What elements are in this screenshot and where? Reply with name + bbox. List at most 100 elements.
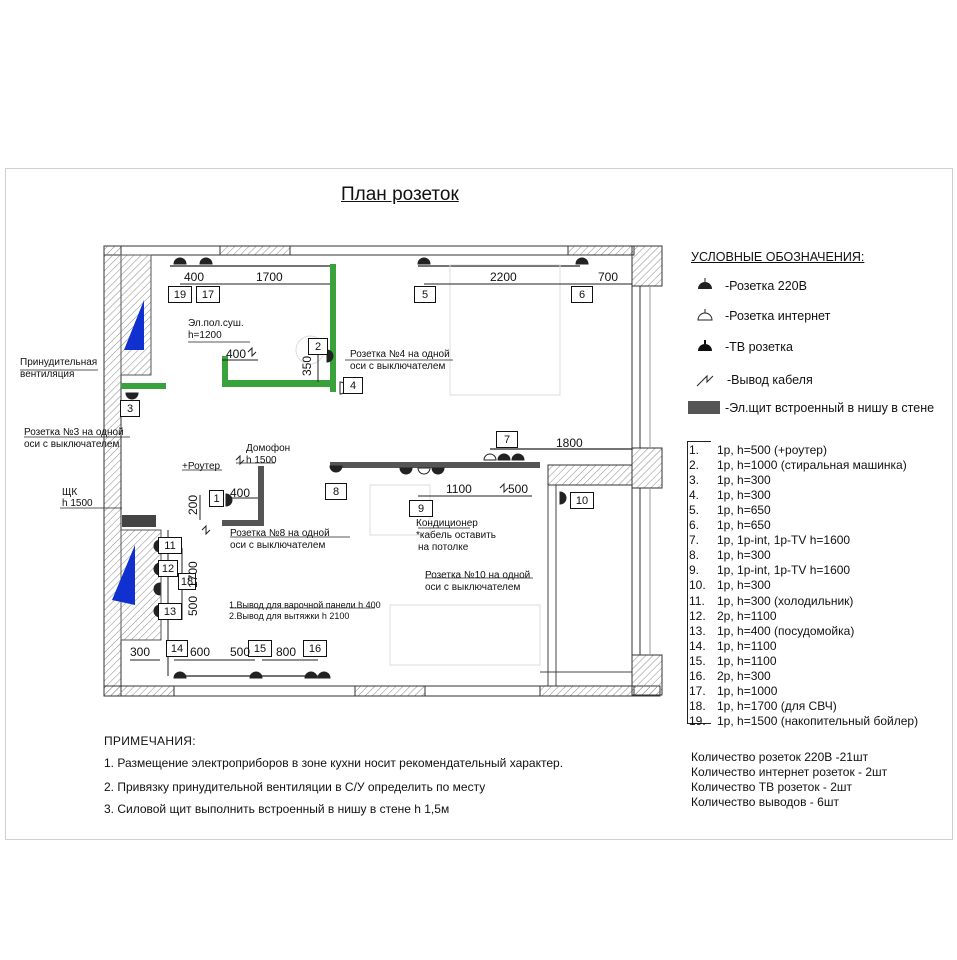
socket-tag: 16 <box>303 640 327 657</box>
spec-description: 1р, h=300 <box>717 473 771 488</box>
spec-description: 1р, h=300 <box>717 488 771 503</box>
socket3-note: Розетка №3 на одной <box>24 427 124 438</box>
legend-item: -Розетка 220В <box>725 279 807 293</box>
socket-tag: 11 <box>158 537 182 554</box>
spec-description: 1р, h=1700 (для СВЧ) <box>717 698 837 713</box>
dimension-label: 2200 <box>490 270 517 284</box>
spec-description: 1р, h=300 <box>717 548 771 563</box>
spec-description: 1р, h=1000 <box>717 683 778 698</box>
spec-description: 1р, h=1500 (накопительный бойлер) <box>717 713 919 728</box>
spec-number: 2. <box>689 458 700 473</box>
dimension-label: 500 <box>508 482 529 496</box>
socket-tag: 15 <box>248 640 272 657</box>
socket-tag: 6 <box>571 286 593 303</box>
spec-description: 1р, h=1100 <box>717 653 777 668</box>
ac-note-b: на потолке <box>418 542 469 553</box>
spec-description: 1р, h=650 <box>717 503 771 518</box>
legend-item: -Эл.щит встроенный в нишу в стене <box>725 401 935 415</box>
socket8-note-b: оси с выключателем <box>230 540 326 551</box>
spec-number: 18. <box>689 698 706 713</box>
spec-number: 7. <box>689 533 700 548</box>
ac-note: *кабель оставить <box>416 530 496 541</box>
dimension-label: 1700 <box>256 270 283 284</box>
spec-number: 1. <box>689 443 700 457</box>
ac-label: Кондиционер <box>416 518 478 529</box>
dimension-label: 500 <box>186 595 200 616</box>
socket-tag: 2 <box>308 338 328 355</box>
spec-number: 10. <box>689 578 706 593</box>
spec-number: 5. <box>689 503 700 518</box>
spec-description: 1р, 1р-int, 1р-TV h=1600 <box>717 563 851 578</box>
dimension-label: 350 <box>300 355 314 376</box>
dimension-label: 800 <box>276 645 297 659</box>
page-title: План розеток <box>341 184 459 205</box>
dimension-label: 400 <box>226 347 247 361</box>
notes-heading: ПРИМЕЧАНИЯ: <box>104 734 196 748</box>
spec-description: 1р, h=1000 (стиральная машинка) <box>717 458 907 473</box>
floor-dryer-label: Эл.пол.суш. <box>188 318 244 329</box>
legend-item: -Вывод кабеля <box>727 373 813 387</box>
spec-description: 1р, h=650 <box>717 518 771 533</box>
socket-tag: 13 <box>158 603 182 620</box>
spec-description: 2р, h=1100 <box>717 608 777 623</box>
hood-output-note: 2.Вывод для вытяжки h 2100 <box>229 611 350 621</box>
socket10-note-b: оси с выключателем <box>425 582 521 593</box>
spec-number: 4. <box>689 488 700 503</box>
socket-tag: 19 <box>168 286 192 303</box>
cable-output-icon <box>696 374 714 387</box>
legend-icons <box>696 278 714 387</box>
panel-icon <box>688 401 720 414</box>
socket-tag: 10 <box>570 492 594 509</box>
spec-number: 13. <box>689 623 706 638</box>
dimension-label: 1800 <box>556 436 583 450</box>
dimension-label: 400 <box>230 486 251 500</box>
spec-number: 16. <box>689 668 706 683</box>
note-item: 1. Размещение электроприборов в зоне кух… <box>104 756 564 770</box>
intercom-height: h 1500 <box>246 455 277 466</box>
spec-description: 1р, h=300 <box>717 578 771 593</box>
total-220v: Количество розеток 220В -21шт <box>691 750 869 764</box>
total-tv: Количество ТВ розеток - 2шт <box>691 780 853 794</box>
socket-tag: 5 <box>414 286 436 303</box>
dimension-label: 700 <box>598 270 619 284</box>
spec-description: 1р, h=1100 <box>717 638 777 653</box>
socket10-note: Розетка №10 на одной <box>425 570 531 581</box>
socket-tag: 17 <box>196 286 220 303</box>
spec-number: 9. <box>689 563 700 578</box>
spec-number: 14. <box>689 638 706 653</box>
socket-tag: 9 <box>409 500 433 517</box>
spec-number: 3. <box>689 473 700 488</box>
socket-tag: 7 <box>496 431 518 448</box>
socket-tag: 14 <box>166 640 188 657</box>
socket-tag: 3 <box>120 400 140 417</box>
panel-label: ЩК <box>62 487 78 498</box>
internet-socket-icon <box>697 309 713 321</box>
spec-description: 1р, 1р-int, 1р-TV h=1600 <box>717 533 851 548</box>
socket-tag: 12 <box>158 560 178 577</box>
socket-220v-icon <box>698 278 712 289</box>
note-item: 3. Силовой щит выполнить встроенный в ни… <box>104 802 450 816</box>
spec-number: 15. <box>689 653 706 668</box>
spec-description: 1р, h=400 (посудомойка) <box>717 623 855 638</box>
dimension-label: 1700 <box>186 561 200 588</box>
intercom-label: Домофон <box>246 443 291 454</box>
spec-description: 2р, h=300 <box>717 668 771 683</box>
socket-tag: 4 <box>343 377 363 394</box>
drawing-sheet <box>5 168 953 840</box>
spec-number: 12. <box>689 608 706 623</box>
spec-number: 11. <box>689 593 705 608</box>
spec-number: 6. <box>689 518 700 533</box>
spec-description: 1р, h=300 (холодильник) <box>717 593 854 608</box>
dimension-label: 1100 <box>446 482 472 496</box>
panel-height: h 1500 <box>62 498 93 509</box>
socket4-note: Розетка №4 на одной <box>350 349 450 360</box>
socket-tag: 18 <box>178 573 196 590</box>
spec-number: 17. <box>689 683 706 698</box>
dimension-label: 500 <box>230 645 251 659</box>
tv-socket-icon <box>698 340 712 351</box>
dimension-label: 600 <box>190 645 211 659</box>
floor-dryer-height: h=1200 <box>188 330 222 341</box>
dimension-label: 300 <box>130 645 151 659</box>
spec-number-column <box>687 441 711 724</box>
